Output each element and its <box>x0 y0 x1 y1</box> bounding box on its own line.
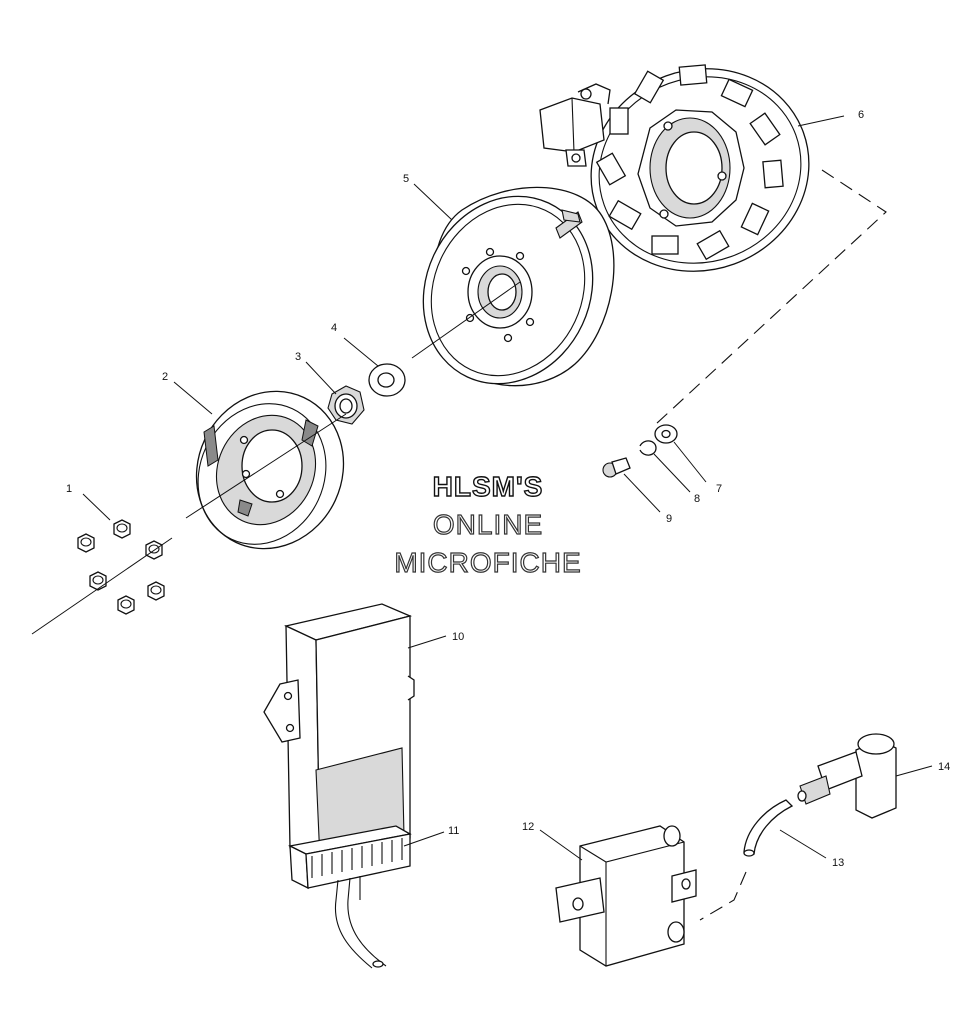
callout-13: 13 <box>832 857 844 869</box>
callout-5: 5 <box>403 173 409 185</box>
flywheel <box>422 186 615 387</box>
screw <box>602 457 631 478</box>
callout-numbers: 1 2 3 4 5 6 7 8 9 10 11 12 13 14 <box>66 109 950 869</box>
callout-1: 1 <box>66 483 72 495</box>
spark-plug-cap <box>797 733 897 819</box>
connector <box>287 825 412 969</box>
assembly-lines <box>31 169 887 921</box>
starter-cup <box>195 390 345 550</box>
flat-washer <box>654 424 678 444</box>
callout-4: 4 <box>331 322 337 334</box>
callout-12: 12 <box>522 821 534 833</box>
watermark: HLSM'S ONLINE MICROFICHE <box>394 470 582 578</box>
callout-7: 7 <box>716 483 722 495</box>
callout-9: 9 <box>666 513 672 525</box>
lock-washer <box>639 440 657 456</box>
callout-10: 10 <box>452 631 464 643</box>
washer <box>368 363 406 397</box>
callout-3: 3 <box>295 351 301 363</box>
bolts <box>77 519 165 615</box>
ignition-coil <box>555 825 697 967</box>
callout-2: 2 <box>162 371 168 383</box>
cdi-box <box>263 603 415 864</box>
watermark-line-2: ONLINE <box>433 509 543 540</box>
callout-6: 6 <box>858 109 864 121</box>
callout-14: 14 <box>938 761 950 773</box>
nut <box>327 385 365 425</box>
high-tension-lead <box>743 799 794 857</box>
callout-leaders <box>82 115 933 861</box>
stator <box>539 64 810 272</box>
watermark-line-3: MICROFICHE <box>394 547 581 578</box>
watermark-line-1: HLSM'S <box>433 471 544 502</box>
callout-11: 11 <box>448 825 459 837</box>
callout-8: 8 <box>694 493 700 505</box>
